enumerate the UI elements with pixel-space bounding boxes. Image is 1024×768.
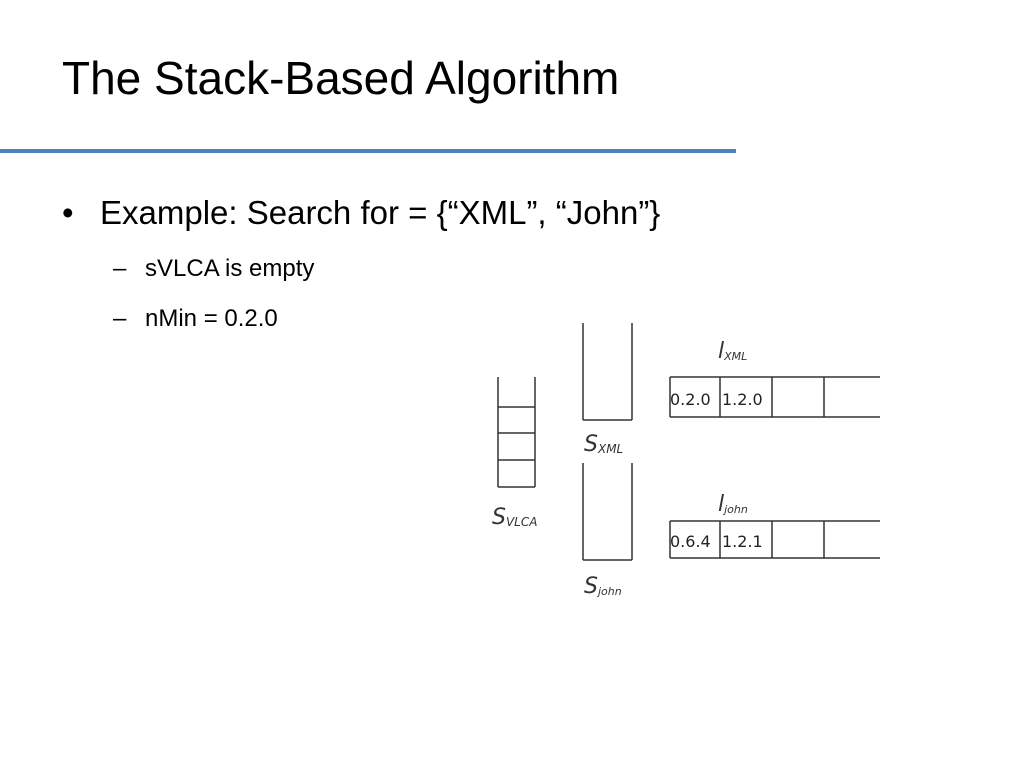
list-john-cell: 0.6.4 <box>670 532 711 551</box>
list-john <box>669 520 880 559</box>
slide-title: The Stack-Based Algorithm <box>62 52 620 104</box>
stack-john-label: Sjohn <box>584 574 622 599</box>
list-john-cell: 1.2.1 <box>722 532 763 551</box>
list-xml-cell: 0.2.0 <box>670 390 711 409</box>
sub-item-svlca: –sVLCA is empty <box>113 252 314 286</box>
title-underline <box>0 149 736 153</box>
sub-item-text: nMin = 0.2.0 <box>145 305 278 332</box>
bullet-dot-icon: • <box>62 194 74 231</box>
bullet-text: Example: Search for = {“XML”, “John”} <box>100 194 661 231</box>
stack-john <box>582 463 633 561</box>
stack-xml-label: SXML <box>584 432 623 457</box>
stack-diagram-svg: SVLCA SXML Sjohn lXML 0.2.0 1.2.0 ljoh <box>492 323 880 599</box>
stack-diagram: SVLCA SXML Sjohn lXML 0.2.0 1.2.0 ljoh <box>480 315 900 615</box>
list-xml-label: lXML <box>718 339 747 364</box>
sub-item-text: sVLCA is empty <box>145 255 315 282</box>
stack-vlca-label: SVLCA <box>492 505 537 530</box>
dash-icon: – <box>113 305 127 332</box>
sub-item-nmin: –nMin = 0.2.0 <box>113 302 278 336</box>
list-john-label: ljohn <box>718 492 748 517</box>
list-xml-cell: 1.2.0 <box>722 390 763 409</box>
stack-xml <box>582 323 633 421</box>
stack-vlca <box>497 377 536 488</box>
list-xml <box>669 376 880 418</box>
dash-icon: – <box>113 255 127 282</box>
bullet-item: • Example: Search for = {“XML”, “John”} <box>62 190 660 236</box>
